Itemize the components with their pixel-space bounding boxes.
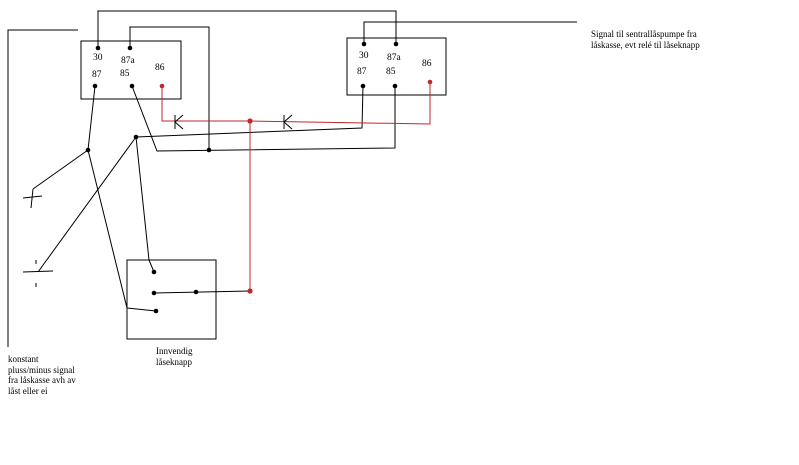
- red-signal-wires: [161, 82, 431, 291]
- diode-1-icon: [174, 114, 184, 130]
- wire-87-to-switch: [87, 85, 157, 312]
- node-r1-30: [95, 45, 101, 51]
- node-junction-2: [133, 134, 139, 140]
- relay-2-pin-87a-label: 87a: [387, 53, 401, 63]
- node-r2-86: [427, 79, 433, 85]
- diodes: [174, 114, 293, 130]
- node-r1-87: [92, 83, 98, 89]
- constant-annotation-line-3: fra låskasse avh av: [8, 375, 76, 385]
- node-red-switch: [247, 288, 253, 294]
- relay-2-pin-30-label: 30: [359, 51, 369, 61]
- relay-2-pin-87-label: 87: [357, 67, 367, 77]
- red-nodes: [159, 79, 433, 294]
- node-junction-1: [85, 147, 91, 153]
- wire-to-battery: [32, 149, 89, 190]
- node-switch-2: [151, 290, 157, 296]
- signal-annotation: Signal til sentrallåspumpe fra låskasse,…: [591, 29, 700, 50]
- wire-relay2-87: [135, 85, 364, 138]
- signal-annotation-line-1: Signal til sentrallåspumpe fra: [591, 29, 697, 39]
- signal-annotation-line-2: låskasse, evt relé til låseknapp: [591, 39, 700, 50]
- relay-1-box: [80, 40, 182, 100]
- node-junction-3: [206, 147, 212, 153]
- constant-annotation-line-1: konstant: [8, 354, 39, 364]
- node-switch-1: [151, 269, 157, 275]
- node-red-junction: [247, 118, 253, 124]
- node-r2-30: [361, 41, 367, 47]
- node-r1-85: [129, 83, 135, 89]
- relay-2-pin-86-label: 86: [422, 59, 432, 69]
- node-switch-3: [193, 289, 199, 295]
- switch-box: [126, 259, 217, 340]
- relay-1-pin-87a-label: 87a: [121, 56, 135, 66]
- wire-constant-outer: [7, 29, 78, 347]
- black-nodes: [85, 41, 399, 314]
- battery-plus-v: [30, 188, 34, 209]
- signal-relay2-86: [249, 82, 431, 125]
- ground-h: [22, 270, 54, 273]
- wire-diagonal: [37, 136, 137, 273]
- relay-1-pin-87-label: 87: [92, 70, 102, 80]
- wire-switch-middle: [153, 290, 251, 294]
- constant-annotation: konstant pluss/minus signal fra låskasse…: [8, 354, 76, 396]
- constant-annotation-line-2: pluss/minus signal: [8, 364, 75, 375]
- node-r2-87a: [393, 41, 399, 47]
- node-r2-87: [360, 83, 366, 89]
- wire-signal-input: [363, 21, 577, 44]
- relay-1-pin-30-label: 30: [93, 53, 103, 63]
- node-r1-87a: [127, 45, 133, 51]
- wire-85-to-87a: [131, 85, 396, 152]
- signal-relay1-86: [161, 86, 250, 122]
- node-r1-86: [159, 83, 165, 89]
- wire-switch-top: [135, 136, 155, 273]
- constant-annotation-line-4: låst eller ei: [8, 385, 48, 396]
- black-wires: [7, 10, 577, 347]
- node-r2-85: [392, 83, 398, 89]
- switch-annotation: Innvendig låseknapp: [156, 346, 193, 367]
- node-switch-4: [153, 308, 159, 314]
- relay-1-pin-85-label: 85: [120, 69, 130, 79]
- diode-2-icon: [283, 114, 293, 130]
- wire-top-loop: [97, 10, 397, 48]
- wire-outer-left: [129, 26, 210, 150]
- relay-2-pin-85-label: 85: [386, 67, 396, 77]
- relay-1-pin-86-label: 86: [155, 63, 165, 73]
- switch-annotation-line-2: låseknapp: [156, 356, 192, 367]
- switch-annotation-line-1: Innvendig: [156, 346, 193, 356]
